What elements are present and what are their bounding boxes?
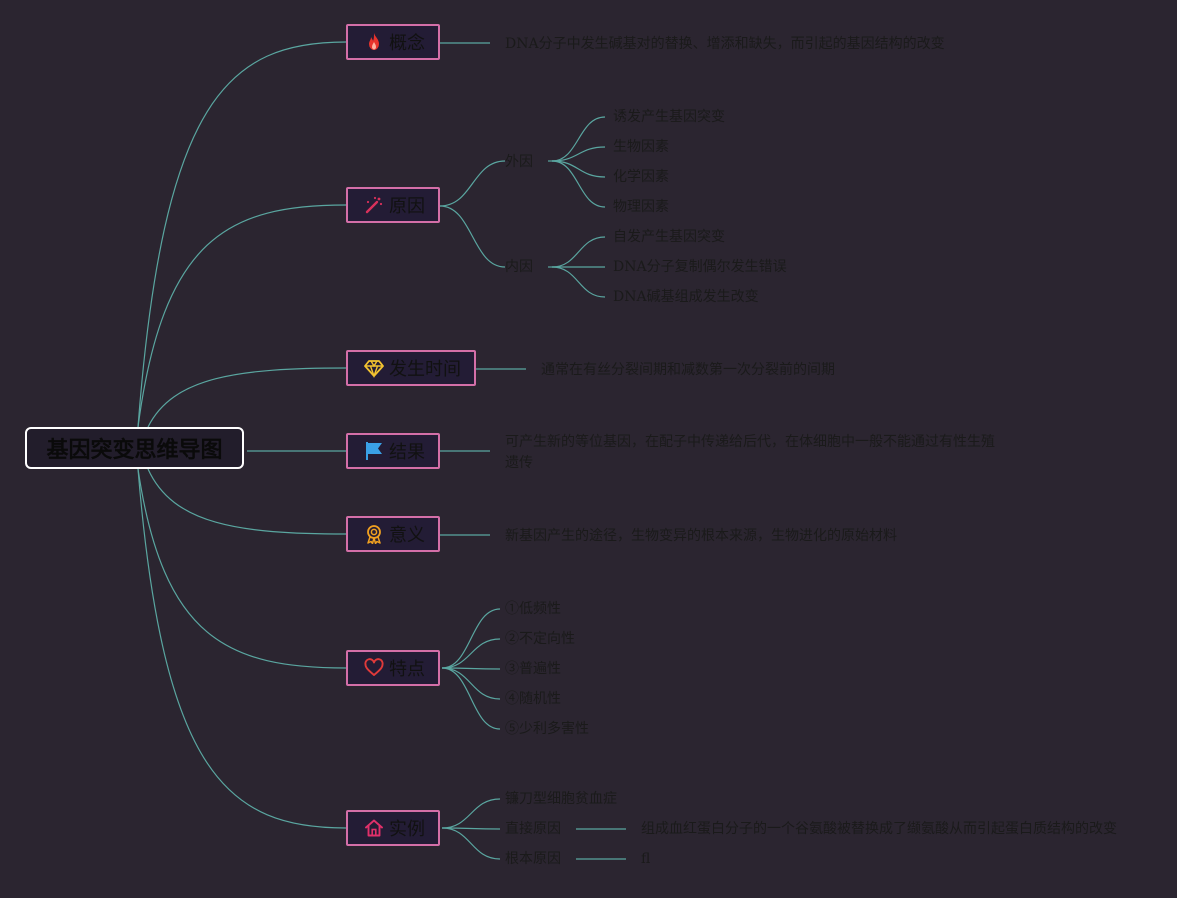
link-external-item-3 xyxy=(551,160,606,208)
link-internal-item-0 xyxy=(551,236,606,268)
link-feature-1 xyxy=(441,638,501,669)
cause-internal-item[interactable]: 自发产生基因突变 xyxy=(613,229,725,245)
link-root-cause xyxy=(137,204,347,428)
link-cause-external xyxy=(439,160,506,207)
link-root-features xyxy=(137,468,347,669)
example-root-cause-label[interactable]: 根本原因 xyxy=(505,851,561,867)
branch-features[interactable]: 特点 xyxy=(346,650,440,686)
feature-item[interactable]: ④随机性 xyxy=(505,691,561,707)
root-topic-label: 基因突变思维导图 xyxy=(46,438,223,463)
result-description[interactable]: 可产生新的等位基因，在配子中传递给后代，在体细胞中一般不能通过有性生殖遗传 xyxy=(505,434,995,471)
branch-significance-label: 意义 xyxy=(389,525,425,546)
root-topic[interactable]: 基因突变思维导图 xyxy=(25,427,244,469)
link-external-item-0 xyxy=(551,116,606,162)
cause-internal-item[interactable]: DNA碱基组成发生改变 xyxy=(613,289,759,305)
branch-timing[interactable]: 发生时间 xyxy=(346,350,476,386)
cause-internal-item[interactable]: DNA分子复制偶尔发生错误 xyxy=(613,259,787,275)
branch-concept-label: 概念 xyxy=(389,33,425,54)
flag-icon xyxy=(364,441,384,461)
branch-significance[interactable]: 意义 xyxy=(346,516,440,552)
cause-external-item[interactable]: 物理因素 xyxy=(613,199,669,215)
example-direct-cause-label[interactable]: 直接原因 xyxy=(505,821,561,837)
branch-concept[interactable]: 概念 xyxy=(346,24,440,60)
cause-internal-label[interactable]: 内因 xyxy=(505,259,533,275)
branch-result-label: 结果 xyxy=(389,442,425,463)
link-root-timing xyxy=(147,367,347,428)
link-example-0 xyxy=(441,798,501,829)
feature-item[interactable]: ①低频性 xyxy=(505,601,561,617)
branch-timing-label: 发生时间 xyxy=(389,359,461,380)
link-internal-item-2 xyxy=(551,266,606,298)
magic-wand-icon xyxy=(364,195,384,215)
branch-cause-label: 原因 xyxy=(389,196,425,217)
link-feature-3 xyxy=(441,667,501,700)
link-example-2 xyxy=(441,827,501,860)
fire-icon xyxy=(364,32,384,52)
diamond-icon xyxy=(364,358,384,378)
branch-example[interactable]: 实例 xyxy=(346,810,440,846)
cause-external-item[interactable]: 诱发产生基因突变 xyxy=(613,109,725,125)
link-feature-4 xyxy=(441,667,501,730)
branch-example-label: 实例 xyxy=(389,819,425,840)
link-root-concept xyxy=(137,41,347,428)
link-feature-0 xyxy=(441,608,501,669)
cause-external-item[interactable]: 生物因素 xyxy=(613,139,669,155)
cause-external-item[interactable]: 化学因素 xyxy=(613,169,669,185)
medal-icon xyxy=(364,524,384,544)
concept-definition[interactable]: DNA分子中发生碱基对的替换、增添和缺失，而引起的基因结构的改变 xyxy=(505,36,945,52)
example-item[interactable]: 镰刀型细胞贫血症 xyxy=(505,791,617,807)
timing-description[interactable]: 通常在有丝分裂间期和减数第一次分裂前的间期 xyxy=(541,362,835,378)
branch-cause[interactable]: 原因 xyxy=(346,187,440,223)
example-root-cause-detail[interactable]: fl xyxy=(641,851,651,867)
heart-icon xyxy=(364,658,384,678)
cause-external-label[interactable]: 外因 xyxy=(505,154,533,170)
home-icon xyxy=(364,818,384,838)
link-root-example xyxy=(137,468,347,829)
feature-item[interactable]: ⑤少利多害性 xyxy=(505,721,589,737)
example-direct-cause-detail[interactable]: 组成血红蛋白分子的一个谷氨酸被替换成了缬氨酸从而引起蛋白质结构的改变 xyxy=(641,821,1117,837)
link-external-item-1 xyxy=(551,146,606,162)
feature-item[interactable]: ②不定向性 xyxy=(505,631,575,647)
feature-item[interactable]: ③普遍性 xyxy=(505,661,561,677)
link-external-item-2 xyxy=(551,160,606,178)
link-root-significance xyxy=(147,468,347,535)
branch-features-label: 特点 xyxy=(389,659,425,680)
branch-result[interactable]: 结果 xyxy=(346,433,440,469)
significance-description[interactable]: 新基因产生的途径，生物变异的根本来源，生物进化的原始材料 xyxy=(505,528,897,544)
link-cause-internal xyxy=(439,205,506,268)
